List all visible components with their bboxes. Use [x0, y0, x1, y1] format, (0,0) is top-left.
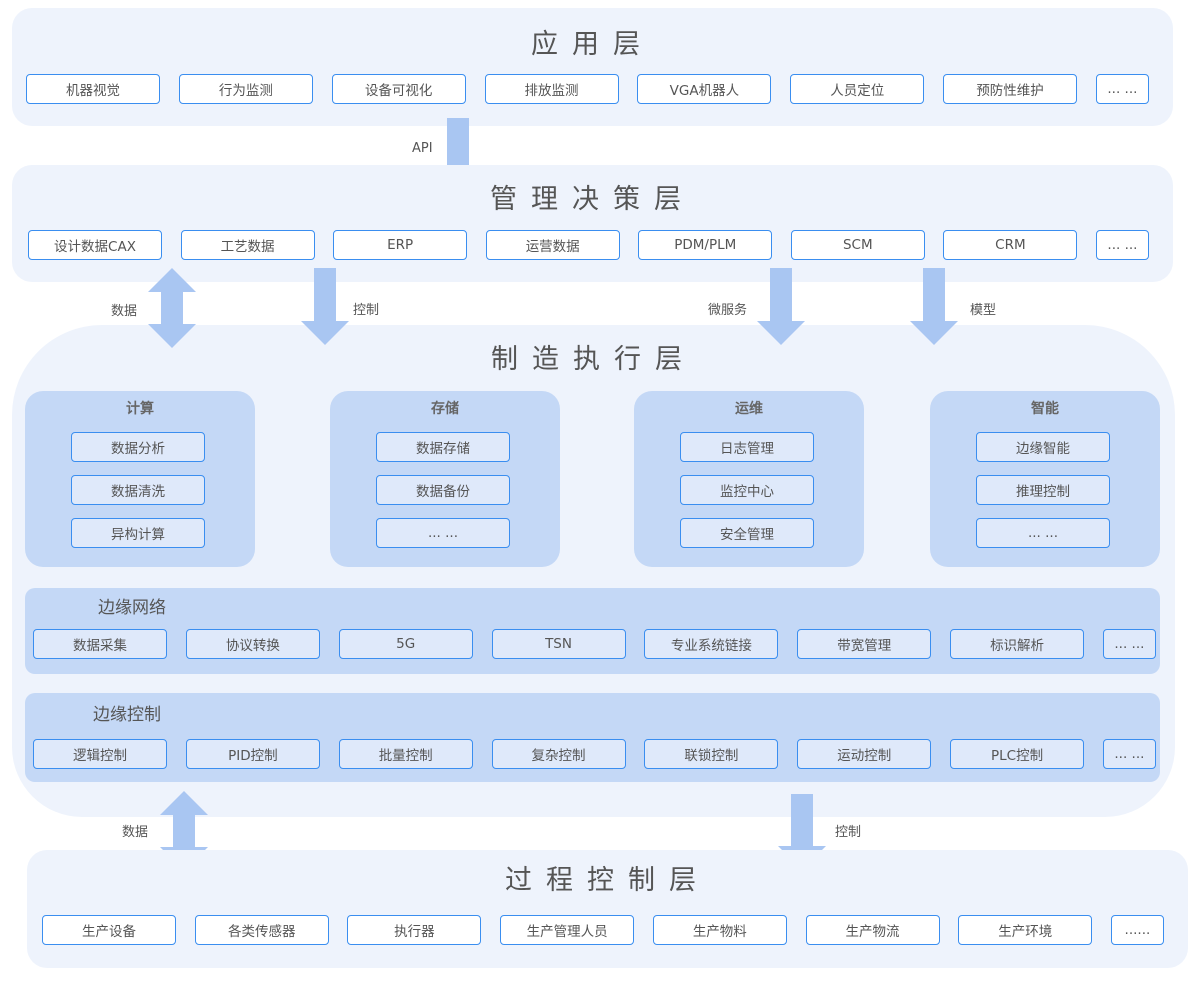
app-item-machine-vision[interactable]: 机器视觉: [26, 74, 160, 104]
process-item-logistics[interactable]: 生产物流: [805, 915, 940, 945]
data-bidirectional-arrow-top: [148, 268, 196, 348]
ctrl-item-logic[interactable]: 逻辑控制: [33, 739, 167, 769]
module-compute-title: 计算: [126, 401, 154, 417]
app-item-emission-monitoring[interactable]: 排放监测: [484, 74, 619, 104]
net-item-data-collection[interactable]: 数据采集: [33, 629, 167, 659]
app-item-vga-robot[interactable]: VGA机器人: [637, 74, 772, 104]
ctrl-item-more[interactable]: ... ...: [1102, 739, 1156, 769]
edge-control-item-row: 逻辑控制 PID控制 批量控制 复杂控制 联锁控制 运动控制 PLC控制 ...…: [33, 739, 1156, 769]
app-item-predictive-maintenance[interactable]: 预防性维护: [943, 74, 1078, 104]
process-item-environment[interactable]: 生产环境: [958, 915, 1093, 945]
compute-item-data-cleaning[interactable]: 数据清洗: [71, 475, 205, 505]
mgmt-item-cax[interactable]: 设计数据CAX: [28, 230, 162, 260]
application-item-row: 机器视觉 行为监测 设备可视化 排放监测 VGA机器人 人员定位 预防性维护 .…: [26, 74, 1149, 104]
process-item-materials[interactable]: 生产物料: [652, 915, 787, 945]
net-item-more[interactable]: ... ...: [1102, 629, 1156, 659]
api-label: API: [412, 141, 433, 156]
ctrl-item-complex[interactable]: 复杂控制: [491, 739, 626, 769]
manufacturing-layer-title: 制造执行层: [491, 344, 696, 375]
net-item-system-link[interactable]: 专业系统链接: [644, 629, 779, 659]
module-operations: 运维 日志管理 监控中心 安全管理: [634, 391, 864, 567]
net-item-identifier-resolution[interactable]: 标识解析: [950, 629, 1085, 659]
storage-item-data-backup[interactable]: 数据备份: [376, 475, 510, 505]
module-intelligence-title: 智能: [1031, 401, 1059, 417]
net-item-5g[interactable]: 5G: [338, 629, 473, 659]
edge-control-band: 边缘控制 逻辑控制 PID控制 批量控制 复杂控制 联锁控制 运动控制 PLC控…: [25, 693, 1160, 782]
storage-item-data-storage[interactable]: 数据存储: [376, 432, 510, 462]
process-item-row: 生产设备 各类传感器 执行器 生产管理人员 生产物料 生产物流 生产环境 ...…: [42, 915, 1164, 945]
net-item-protocol-conversion[interactable]: 协议转换: [185, 629, 320, 659]
management-layer: 管理决策层 设计数据CAX 工艺数据 ERP 运营数据 PDM/PLM SCM …: [12, 165, 1173, 282]
app-item-more[interactable]: ... ...: [1095, 74, 1149, 104]
microservice-down-arrow: [757, 268, 805, 345]
module-operations-title: 运维: [735, 401, 763, 417]
process-item-more[interactable]: ......: [1110, 915, 1164, 945]
edge-network-title: 边缘网络: [98, 598, 166, 618]
manufacturing-execution-layer: 制造执行层 计算 数据分析 数据清洗 异构计算 存储 数据存储 数据备份 ...…: [12, 325, 1175, 817]
net-item-tsn[interactable]: TSN: [491, 629, 626, 659]
ctrl-item-plc[interactable]: PLC控制: [950, 739, 1085, 769]
compute-item-heterogeneous[interactable]: 异构计算: [71, 518, 205, 548]
mgmt-item-operations-data[interactable]: 运营数据: [485, 230, 620, 260]
app-item-device-visualization[interactable]: 设备可视化: [331, 74, 466, 104]
application-layer: 应用层 机器视觉 行为监测 设备可视化 排放监测 VGA机器人 人员定位 预防性…: [12, 8, 1173, 126]
mgmt-item-process-data[interactable]: 工艺数据: [180, 230, 315, 260]
process-layer-title: 过程控制层: [505, 865, 710, 896]
ops-item-log-management[interactable]: 日志管理: [680, 432, 814, 462]
process-item-actuators[interactable]: 执行器: [347, 915, 482, 945]
ctrl-item-motion[interactable]: 运动控制: [797, 739, 932, 769]
edge-control-title: 边缘控制: [93, 705, 161, 725]
ops-item-monitoring-center[interactable]: 监控中心: [680, 475, 814, 505]
data-label-top: 数据: [111, 304, 138, 319]
model-label: 模型: [970, 303, 997, 318]
module-storage: 存储 数据存储 数据备份 ... ...: [330, 391, 560, 567]
module-intelligence: 智能 边缘智能 推理控制 ... ...: [930, 391, 1160, 567]
intel-item-inference-control[interactable]: 推理控制: [976, 475, 1110, 505]
mgmt-item-erp[interactable]: ERP: [333, 230, 468, 260]
process-item-equipment[interactable]: 生产设备: [42, 915, 176, 945]
net-item-bandwidth[interactable]: 带宽管理: [797, 629, 932, 659]
microservice-label: 微服务: [708, 303, 748, 318]
ctrl-item-batch[interactable]: 批量控制: [338, 739, 473, 769]
compute-item-data-analysis[interactable]: 数据分析: [71, 432, 205, 462]
mgmt-item-scm[interactable]: SCM: [790, 230, 925, 260]
mgmt-item-pdm-plm[interactable]: PDM/PLM: [638, 230, 773, 260]
intel-item-more[interactable]: ... ...: [976, 518, 1110, 548]
process-item-managers[interactable]: 生产管理人员: [500, 915, 635, 945]
intel-item-edge-intelligence[interactable]: 边缘智能: [976, 432, 1110, 462]
module-storage-title: 存储: [431, 401, 459, 417]
edge-network-item-row: 数据采集 协议转换 5G TSN 专业系统链接 带宽管理 标识解析 ... ..…: [33, 629, 1156, 659]
application-layer-title: 应用层: [531, 29, 654, 60]
process-control-layer: 过程控制层 生产设备 各类传感器 执行器 生产管理人员 生产物料 生产物流 生产…: [27, 850, 1188, 968]
app-item-personnel-positioning[interactable]: 人员定位: [790, 74, 925, 104]
ctrl-item-pid[interactable]: PID控制: [185, 739, 320, 769]
mgmt-item-more[interactable]: ... ...: [1095, 230, 1149, 260]
edge-network-band: 边缘网络 数据采集 协议转换 5G TSN 专业系统链接 带宽管理 标识解析 .…: [25, 588, 1160, 674]
storage-item-more[interactable]: ... ...: [376, 518, 510, 548]
control-label-top: 控制: [353, 303, 380, 318]
control-down-arrow-top: [301, 268, 349, 345]
control-label-bottom: 控制: [835, 825, 862, 840]
ops-item-security-management[interactable]: 安全管理: [680, 518, 814, 548]
data-label-bottom: 数据: [122, 825, 149, 840]
management-item-row: 设计数据CAX 工艺数据 ERP 运营数据 PDM/PLM SCM CRM ..…: [28, 230, 1149, 260]
process-item-sensors[interactable]: 各类传感器: [194, 915, 329, 945]
management-layer-title: 管理决策层: [490, 184, 695, 215]
module-compute: 计算 数据分析 数据清洗 异构计算: [25, 391, 255, 567]
ctrl-item-interlock[interactable]: 联锁控制: [644, 739, 779, 769]
mgmt-item-crm[interactable]: CRM: [943, 230, 1078, 260]
model-down-arrow: [910, 268, 958, 345]
app-item-behavior-monitoring[interactable]: 行为监测: [178, 74, 313, 104]
